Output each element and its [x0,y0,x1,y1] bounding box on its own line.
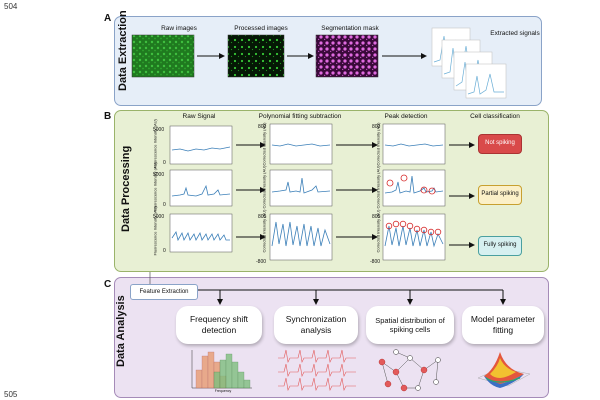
row3-peak-ymin: -800 [370,259,381,265]
col-classification: Cell classification [470,113,520,120]
class-partial-spiking: Partial spiking [478,185,522,205]
panel-c-letter: C [104,279,112,290]
frequency-histogram [191,350,252,389]
row1-raw-ymax: 5000 [153,127,165,133]
card-spatial-distribution: Spatial distribution of spiking cells [366,306,454,344]
row1-raw-zero: 0 [163,160,166,166]
extracted-signals-stack [431,27,507,99]
row1-corr-ymax: 800 [258,124,267,130]
row3-raw-ymax: 5000 [153,214,165,220]
col-polyfit: Polynomial fitting subtraction [258,113,342,120]
line-number-bottom: 505 [4,390,18,399]
processed-image [227,34,285,78]
row3-peak-markers [385,220,442,236]
row1-peak-trace [384,143,444,147]
spatial-network [378,349,441,392]
row2-peak-trace [384,175,444,194]
row3-peak-trace [384,225,444,248]
extracted-signals-label: Extracted signals [490,30,540,37]
row3-corr-trace [271,221,331,247]
col-peak-detection: Peak detection [384,113,428,120]
histogram-xlabel: Frequency [214,389,232,393]
segmentation-mask-image [315,34,379,78]
row2-raw-trace [171,184,231,197]
step-label-processed: Processed images [234,25,288,32]
model-surface-plot [477,352,531,388]
row1-raw-trace [171,146,231,152]
class-fully-spiking: Fully spiking [478,236,522,256]
synchronization-traces [278,349,356,391]
row2-raw-ymax: 5000 [153,172,165,178]
class-not-spiking: Not spiking [478,134,522,154]
row1-corr-trace [271,143,331,147]
raw-image [131,34,195,78]
step-label-raw: Raw images [161,25,197,32]
row3-corr-ymin: -800 [256,259,267,265]
col-raw-signal: Raw Signal [182,113,216,120]
row1-peak-ymax: 800 [372,124,381,130]
row2-peak-markers [386,174,436,195]
card-model-fitting: Model parameter fitting [462,306,544,344]
extraction-graphic [131,27,507,99]
card-frequency-shift: Frequency shift detection [176,306,262,344]
line-number-top: 504 [4,2,18,11]
row2-corr-trace [271,177,331,194]
row2-raw-zero: 0 [163,202,166,208]
panel-a-letter: A [104,13,112,24]
row3-peak-ymax: 800 [372,214,381,220]
row3-corr-ymax: 800 [258,214,267,220]
card-synchronization: Synchronization analysis [274,306,358,344]
row3-raw-zero: 0 [163,248,166,254]
step-label-mask: Segmentation mask [321,25,379,32]
row3-raw-trace [171,231,230,242]
feature-extraction-box: Feature Extraction [130,284,198,300]
panel-b-letter: B [104,111,112,122]
